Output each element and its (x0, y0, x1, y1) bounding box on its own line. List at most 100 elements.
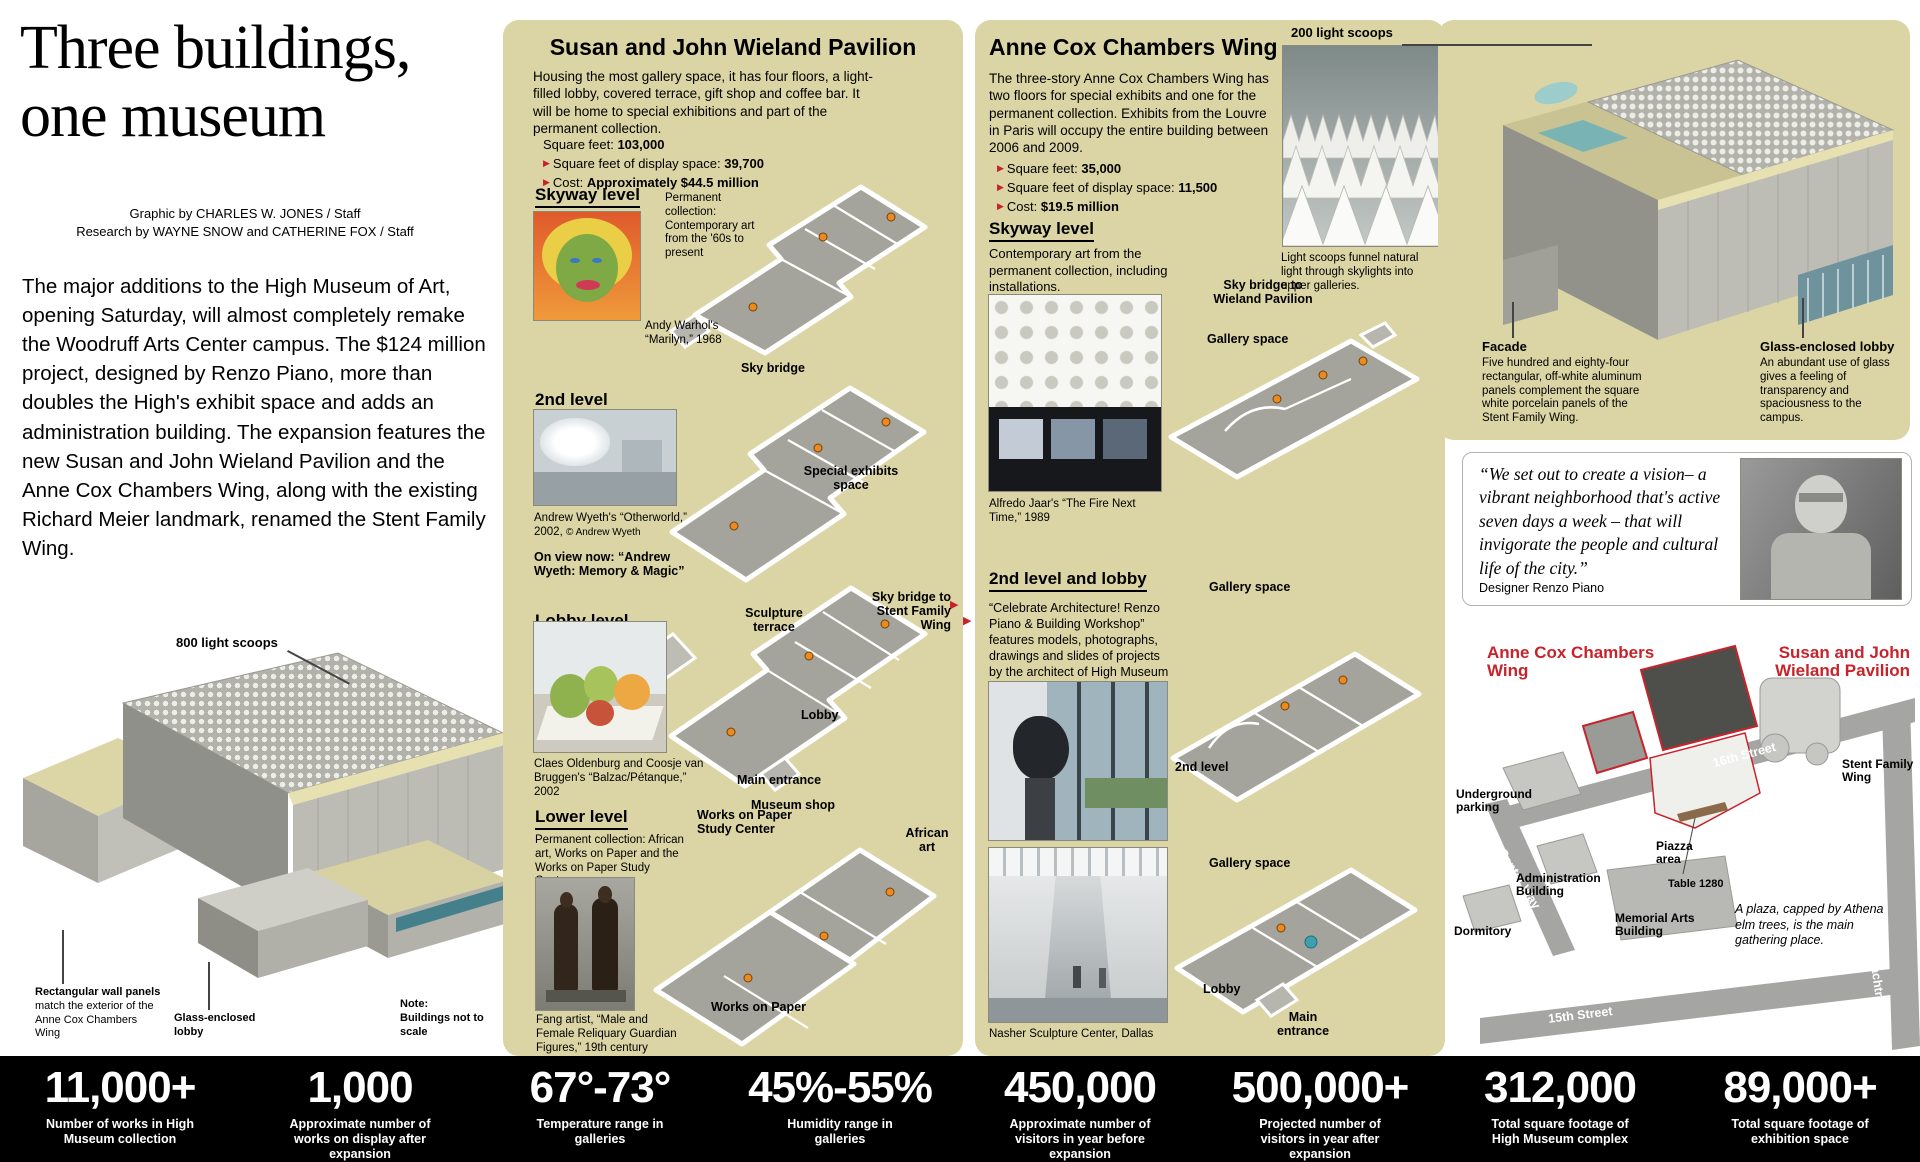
wieland-lower-heading: Lower level (535, 807, 628, 830)
bridge-arrow-icon: ▶ (963, 615, 972, 627)
wieland-lower-floorplan (653, 847, 937, 1047)
wieland-pavilion-block (1639, 644, 1759, 752)
cox-sculpture-window-image (988, 681, 1168, 841)
quote-attribution: Designer Renzo Piano (1479, 581, 1605, 595)
left-glass-lobby-label: Glass-enclosed lobby (174, 1012, 256, 1038)
cox-level2-heading: 2nd level and lobby (989, 569, 1147, 592)
piazza-block (1649, 732, 1761, 829)
stat-cost: Cost: $19.5 million (997, 198, 1297, 217)
stent-family-wing-block (1759, 677, 1841, 754)
left-light-scoops-label: 800 light scoops (176, 635, 278, 650)
glass-lobby-block (198, 868, 368, 978)
stat-works-on-display: 1,000 Approximate number of works on dis… (289, 1063, 431, 1161)
african-art-label: African art (905, 826, 949, 854)
leader-line (62, 930, 64, 984)
stat-display-space: Square feet of display space: 39,700 (543, 155, 873, 174)
wieland-panel: Susan and John Wieland Pavilion Housing … (503, 20, 963, 1056)
quote-box: “We set out to create a vision– a vibran… (1462, 452, 1912, 606)
sculpture-terrace-label: Sculpture terrace (745, 606, 803, 634)
oldenburg-caption: Claes Oldenburg and Coosje van Bruggen's… (534, 758, 704, 798)
works-on-paper-label: Works on Paper (711, 1000, 806, 1014)
red-arrow-icon (997, 180, 1007, 195)
street-peachtree (1882, 704, 1920, 1050)
stat-square-feet: Square feet: 103,000 (543, 137, 665, 152)
cox-gallery-2nd-label: Gallery space (1209, 580, 1291, 594)
stat-complex-footage: 312,000 Total square footage of High Mus… (1483, 1063, 1637, 1146)
jaar-caption: Alfredo Jaar's “The Fire Next Time,” 198… (989, 498, 1136, 524)
stat-visitors-before: 450,000 Approximate number of visitors i… (1003, 1063, 1157, 1161)
credits: Graphic by CHARLES W. JONES / Staff Rese… (30, 205, 460, 240)
nasher-caption: Nasher Sculpture Center, Dallas (989, 1028, 1154, 1040)
wall-panels-label: Rectangular wall panels match the exteri… (35, 986, 161, 1040)
map-admin-label: Administration Building (1516, 871, 1601, 899)
red-arrow-icon (997, 199, 1007, 214)
stat-cost: Cost: Approximately $44.5 million (543, 174, 873, 193)
stats-bar: 11,000+ Number of works in High Museum c… (0, 1056, 1920, 1162)
cox-skyway-note: Contemporary art from the permanent coll… (989, 246, 1168, 295)
stat-visitors-after: 500,000+ Projected number of visitors in… (1231, 1063, 1410, 1161)
wieland-level2-floorplan (669, 385, 927, 583)
stat-humidity: 45%-55% Humidity range in galleries (748, 1063, 933, 1146)
nasher-image (988, 847, 1168, 1023)
cox-description: The three-story Anne Cox Chambers Wing h… (989, 71, 1269, 156)
cox-gallery-lobby-label: Gallery space (1209, 856, 1291, 870)
stat-display-space: Square feet of display space: 11,500 (997, 179, 1297, 198)
map-dormitory-label: Dormitory (1454, 924, 1512, 938)
underground-parking-block (1502, 751, 1582, 811)
administration-block (1536, 833, 1598, 885)
dormitory-block (1462, 884, 1522, 933)
cox-main-entrance-label: Main entrance (1276, 1010, 1330, 1038)
quote-text: “We set out to create a vision– a vibran… (1479, 464, 1721, 578)
wieland-skyway-floorplan (668, 184, 928, 356)
wieland-description: Housing the most gallery space, it has f… (533, 69, 873, 136)
title-line-1: Three buildings, (20, 14, 411, 82)
bridge-arrow-icon: ▶ (950, 599, 959, 611)
cox-gallery-skyway-label: Gallery space (1207, 332, 1289, 346)
cox-panel: Anne Cox Chambers Wing The three-story A… (975, 20, 1445, 1056)
cox-sky-bridge-label: Sky bridge to Wieland Pavilion (1213, 278, 1313, 306)
cox-scoops-caption: Light scoops funnel natural light throug… (1281, 252, 1419, 292)
cox-wing-block (1581, 710, 1649, 775)
map-underground-label: Underground parking (1456, 787, 1532, 815)
map-piazza-label: Piazza area (1656, 839, 1693, 867)
aluminum-facade (1658, 130, 1893, 340)
wieland-title: Susan and John Wieland Pavilion (549, 34, 917, 60)
street-15th (1480, 966, 1915, 1044)
fang-caption: Fang artist, “Male and Female Reliquary … (536, 1014, 677, 1054)
wieland-pavilion-illustration (23, 652, 508, 978)
title-line-2: one museum (20, 82, 326, 151)
sky-bridge-label: Sky bridge (741, 361, 805, 375)
cox-skyway-heading: Skyway level (989, 219, 1094, 242)
fang-figures-image (535, 877, 635, 1011)
cox-2nd-level-label: 2nd level (1175, 760, 1229, 774)
cox-level2-floorplan (1170, 651, 1422, 803)
leader-line (208, 962, 210, 1010)
facade-heading: Facade (1482, 339, 1527, 354)
intro-paragraph: The major additions to the High Museum o… (22, 275, 486, 560)
wieland-skyway-note: Permanent collection: Contemporary art f… (665, 192, 755, 260)
cox-lobby-label: Lobby (1203, 982, 1241, 996)
wop-center-label: Works on Paper Study Center (697, 808, 792, 836)
stat-square-feet: Square feet: 35,000 (997, 160, 1297, 179)
stat-collection-works: 11,000+ Number of works in High Museum c… (44, 1063, 197, 1146)
main-entrance-label: Main entrance (737, 773, 822, 787)
warhol-marilyn-image (533, 211, 641, 321)
cox-title: Anne Cox Chambers Wing (989, 34, 1278, 60)
warhol-caption: Andy Warhol's “Marilyn,” 1968 (645, 320, 722, 346)
red-arrow-icon (997, 161, 1007, 176)
leader-line (1402, 44, 1592, 46)
wieland-lobby-label: Lobby (801, 708, 839, 722)
map-wieland-title: Susan and John Wieland Pavilion (1775, 643, 1910, 681)
glass-lobby-heading: Glass-enclosed lobby (1760, 339, 1895, 354)
scale-note: Note: Buildings not to scale (400, 998, 484, 1038)
street-arts-center-way (1485, 799, 1575, 956)
table-1280-shape (1677, 802, 1728, 822)
map-memorial-label: Memorial Arts Building (1615, 911, 1695, 939)
renzo-piano-portrait (1740, 458, 1902, 600)
red-arrow-icon (543, 156, 553, 171)
light-scoops-image (1282, 45, 1440, 247)
wyeth-caption: Andrew Wyeth's “Otherworld,” 2002, © And… (534, 512, 687, 538)
credit-graphic: Graphic by CHARLES W. JONES / Staff (129, 206, 361, 221)
cox-skyway-floorplan (1168, 321, 1420, 480)
